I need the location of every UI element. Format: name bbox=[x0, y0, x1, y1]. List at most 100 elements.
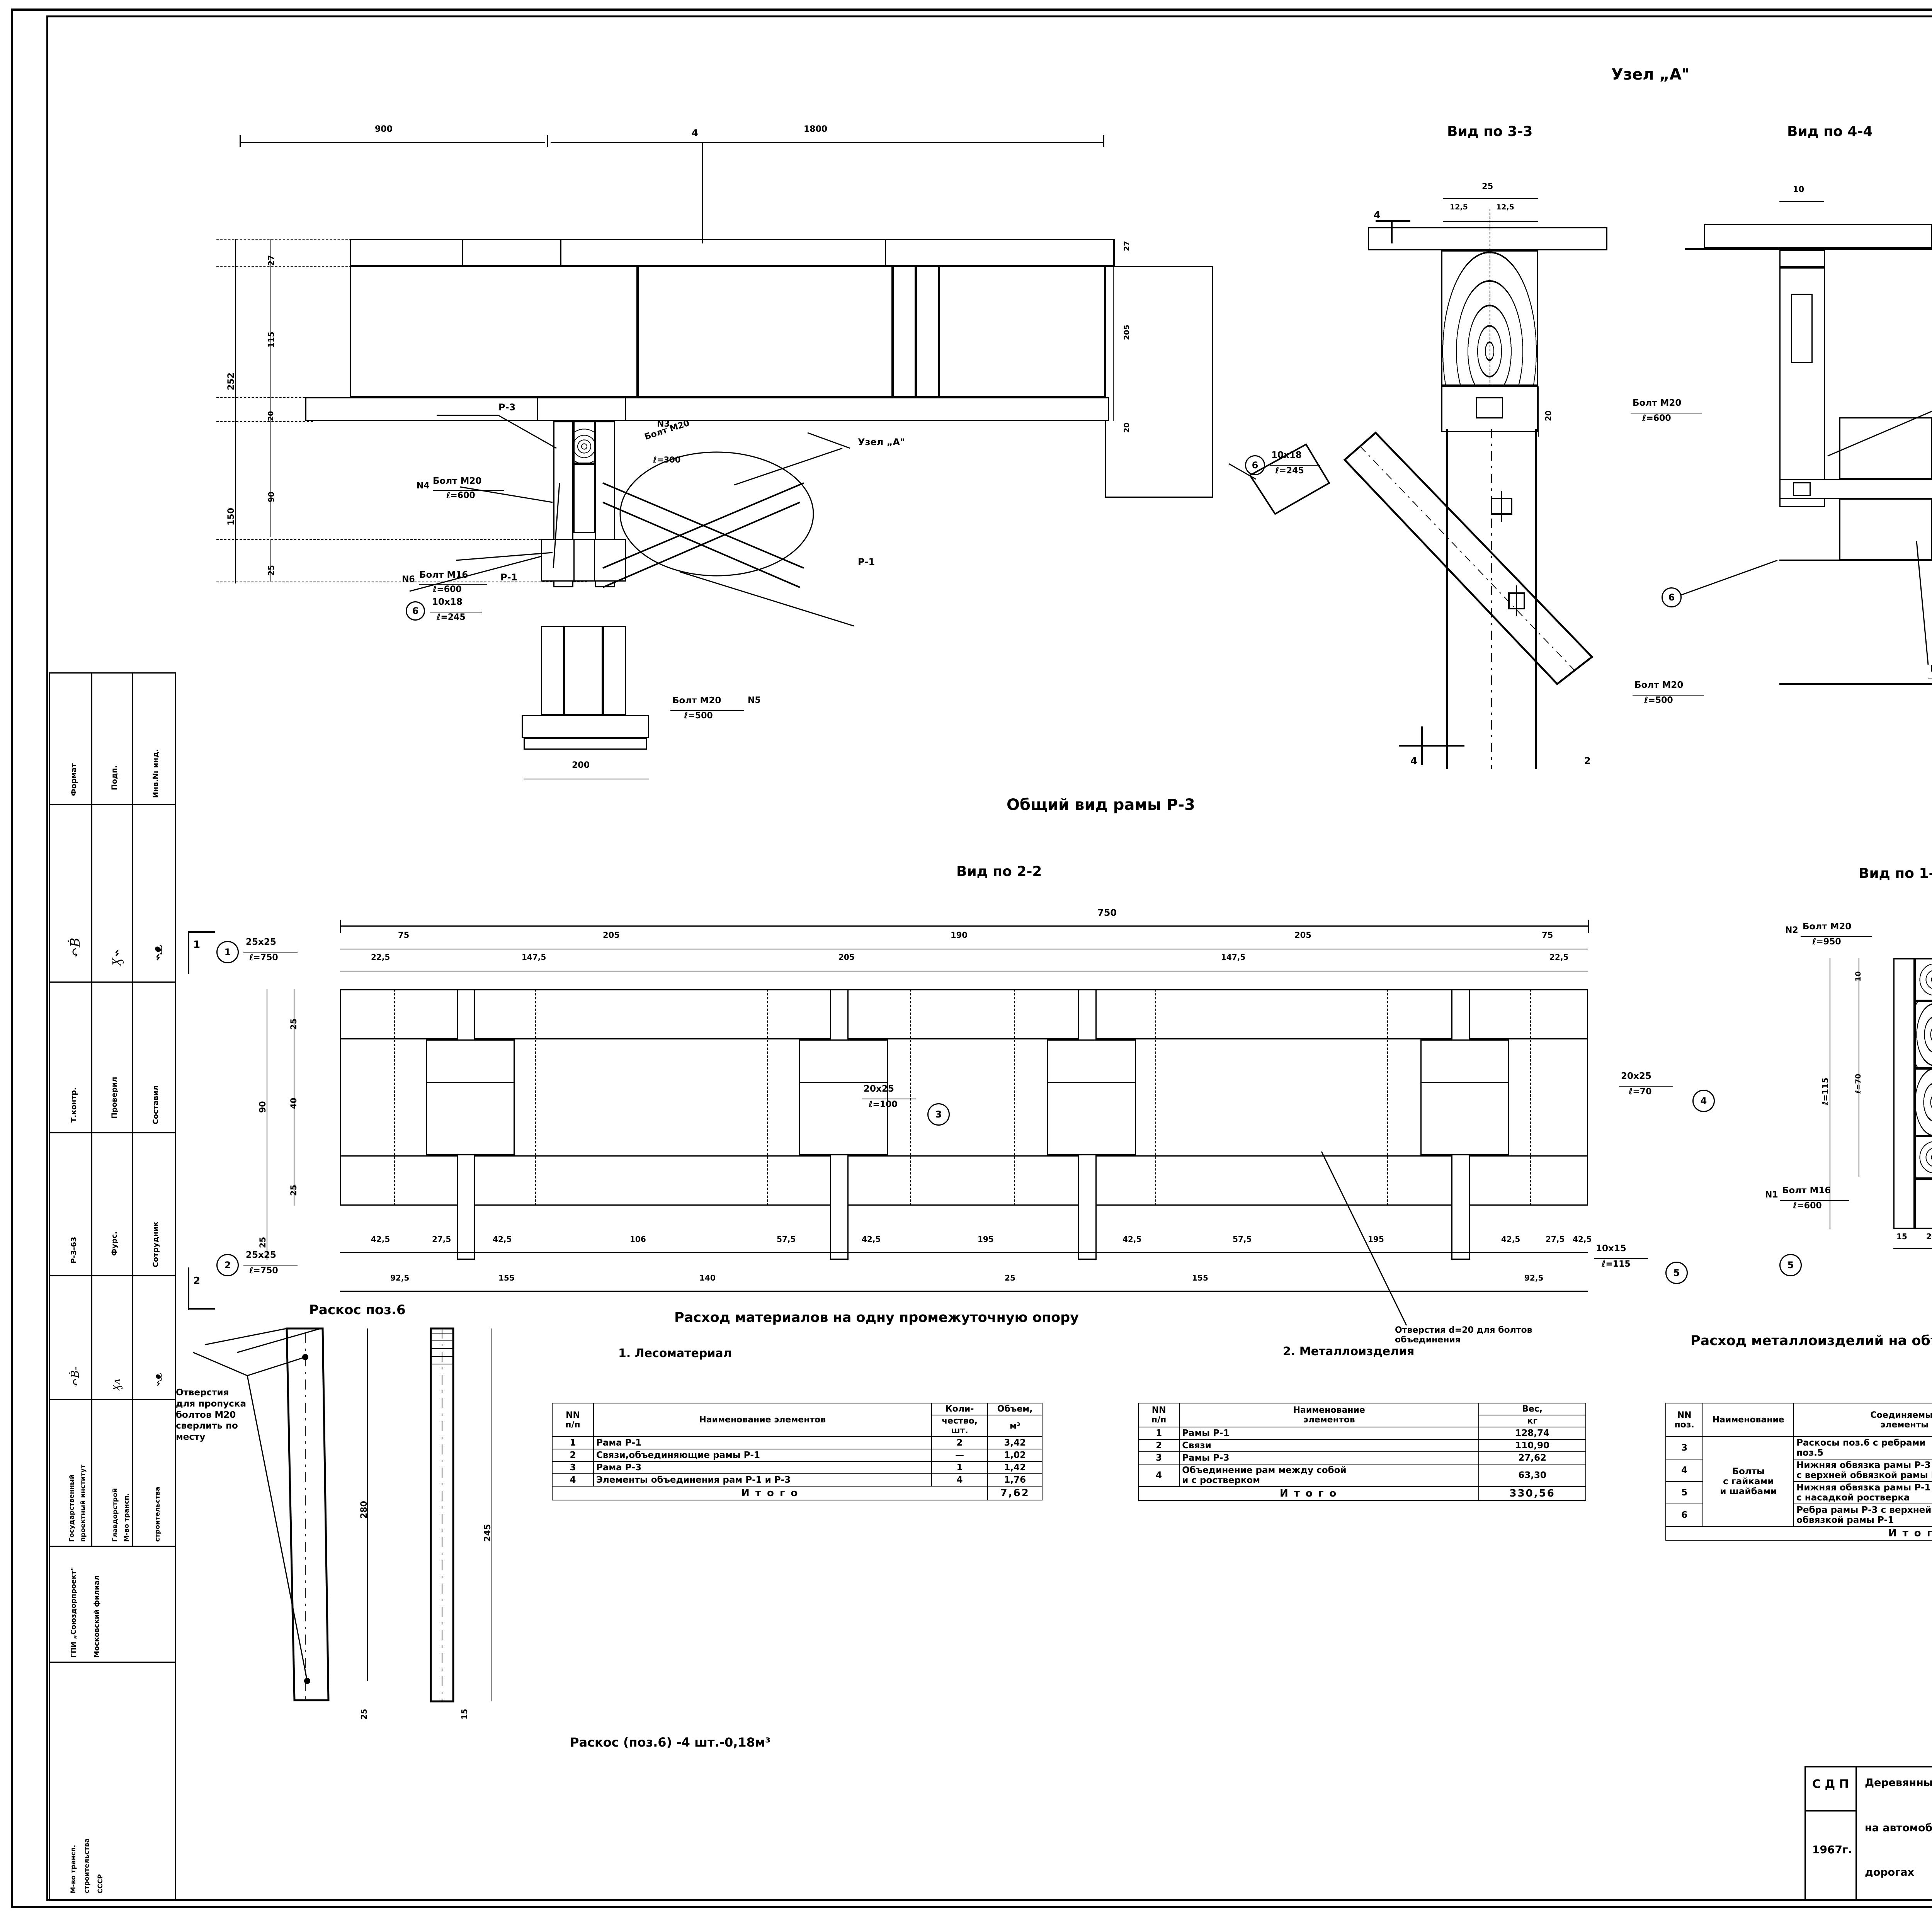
sb-div bbox=[49, 981, 176, 983]
table-cell: 3 bbox=[552, 1461, 594, 1474]
b-425b: 42,5 bbox=[493, 1235, 512, 1244]
bolt-n3-label: N3 bbox=[657, 419, 670, 429]
table-cell: 3,42 bbox=[987, 1436, 1043, 1449]
bolt-centerline bbox=[1014, 989, 1015, 1206]
th-nn: NN bbox=[1151, 1405, 1166, 1415]
underline bbox=[1270, 465, 1320, 466]
frame-block-2 bbox=[799, 1039, 888, 1155]
v33-bolt-m20: Болт М20 bbox=[1633, 398, 1682, 408]
block-div bbox=[426, 1082, 515, 1083]
v11-bolt-m16: Болт М16 bbox=[1782, 1186, 1831, 1196]
sb-div bbox=[49, 1275, 176, 1276]
table-cell: 4 bbox=[552, 1473, 594, 1487]
lbl-20x25-b: 20х25 bbox=[1621, 1071, 1651, 1081]
heading-rashod-sub1: 1. Лесоматериал bbox=[618, 1347, 732, 1360]
v44-bolt-mid bbox=[1793, 482, 1811, 496]
v33-dim-20-line bbox=[1538, 386, 1539, 437]
table-cell: 63,30 bbox=[1478, 1464, 1586, 1487]
d-190: 190 bbox=[951, 930, 968, 940]
th-ves: Вес, bbox=[1522, 1404, 1543, 1414]
dim-150-line bbox=[235, 421, 236, 583]
heading-rashod-sub2: 2. Металлоизделия bbox=[1283, 1345, 1415, 1358]
block-div bbox=[1420, 1082, 1509, 1083]
v33-dim-25-line bbox=[1443, 198, 1538, 199]
section-line-2 bbox=[188, 1267, 189, 1310]
b-275b: 27,5 bbox=[1546, 1235, 1565, 1244]
th-kol: Коли- bbox=[945, 1404, 974, 1414]
tb-object-l3: дорогах bbox=[1865, 1866, 1914, 1878]
v11-l600: ℓ=600 bbox=[1793, 1201, 1822, 1211]
tick bbox=[340, 920, 341, 933]
deck-top-plank bbox=[350, 239, 1115, 266]
table-cell: Рамы Р-3 bbox=[1179, 1451, 1480, 1465]
v11-core-4 bbox=[1915, 1136, 1932, 1179]
b-575b: 57,5 bbox=[1233, 1235, 1252, 1244]
underline bbox=[1801, 936, 1872, 937]
dim-tick bbox=[1113, 239, 1114, 266]
table-cell: 1 bbox=[1138, 1427, 1180, 1440]
sb-div bbox=[49, 1399, 176, 1400]
upper-chord bbox=[305, 397, 1109, 421]
bolt-centerline bbox=[535, 989, 536, 1206]
section-marker-1: 1 bbox=[193, 939, 201, 951]
heading-rashod-metall: Расход металлоизделий на объединение bbox=[1690, 1333, 1932, 1349]
underline bbox=[670, 710, 744, 711]
dim-900: 900 bbox=[375, 124, 393, 134]
v33-rib-10x18: 10х18 bbox=[1271, 450, 1302, 460]
table-cell: Связи,объединяющие рамы Р-1 bbox=[593, 1449, 932, 1462]
b-106: 106 bbox=[630, 1235, 646, 1244]
d-205c: 205 bbox=[838, 953, 855, 962]
dim-750: 750 bbox=[1097, 907, 1117, 918]
marker-2-circle: 2 bbox=[216, 1254, 239, 1276]
deck-hatched-left bbox=[350, 266, 638, 397]
v33-arrow-v bbox=[1391, 220, 1393, 243]
table-cell: 4 bbox=[1138, 1464, 1180, 1487]
heading-raskos-note: Раскос (поз.6) -4 шт.-0,18м³ bbox=[570, 1735, 771, 1750]
v33-bolt-head bbox=[1476, 397, 1503, 418]
d-225a: 22,5 bbox=[371, 953, 390, 962]
ext-line bbox=[216, 397, 313, 398]
table-cell: 4 bbox=[1665, 1459, 1704, 1482]
table-cell: 3 bbox=[1665, 1436, 1704, 1459]
c-925b: 92,5 bbox=[1524, 1273, 1544, 1283]
v44-post-inner bbox=[1791, 294, 1813, 363]
table-cell: 3 bbox=[1138, 1451, 1180, 1465]
marker-1-circle: 1 bbox=[216, 941, 239, 963]
upper-chord-wood bbox=[537, 397, 626, 421]
table-cell: 2 bbox=[1138, 1439, 1180, 1452]
b-425c: 42,5 bbox=[862, 1235, 881, 1244]
d-75b: 75 bbox=[1542, 930, 1553, 940]
th-pp: п/п bbox=[565, 1420, 580, 1430]
marker-6-circle: 6 bbox=[406, 601, 425, 621]
ext-line bbox=[216, 239, 352, 240]
v11-core-3 bbox=[1915, 1068, 1932, 1136]
tb-org: С Д П bbox=[1812, 1778, 1849, 1791]
bolt-l600: ℓ=600 bbox=[446, 491, 475, 500]
bolt-plate-core bbox=[573, 539, 595, 582]
v33-section-marker-4b: 4 bbox=[1410, 755, 1418, 767]
underline bbox=[419, 584, 487, 585]
frame-top-chord bbox=[340, 989, 1588, 1039]
footing-post-right bbox=[603, 626, 626, 715]
frame-block-1 bbox=[426, 1039, 515, 1155]
heading-vid-1-1: Вид по 1-1 bbox=[1859, 866, 1932, 881]
bolt-l500: ℓ=500 bbox=[684, 711, 713, 721]
frame-mid-zone bbox=[340, 1039, 1588, 1155]
bolt-centerline bbox=[394, 989, 395, 1206]
lbl-l115: ℓ=115 bbox=[1602, 1259, 1631, 1269]
deck-hatched-far bbox=[1105, 266, 1213, 498]
v44-top-beam bbox=[1704, 224, 1932, 248]
table-cell: 5 bbox=[1665, 1481, 1704, 1504]
lbl-l100: ℓ=100 bbox=[869, 1100, 898, 1109]
v11-bolt-m20: Болт М20 bbox=[1803, 922, 1852, 932]
v44-bolt-m20b: Болт М20 bbox=[1930, 664, 1932, 674]
post-core-hatch bbox=[573, 464, 595, 533]
table-cell: И т о г о bbox=[1665, 1526, 1932, 1541]
